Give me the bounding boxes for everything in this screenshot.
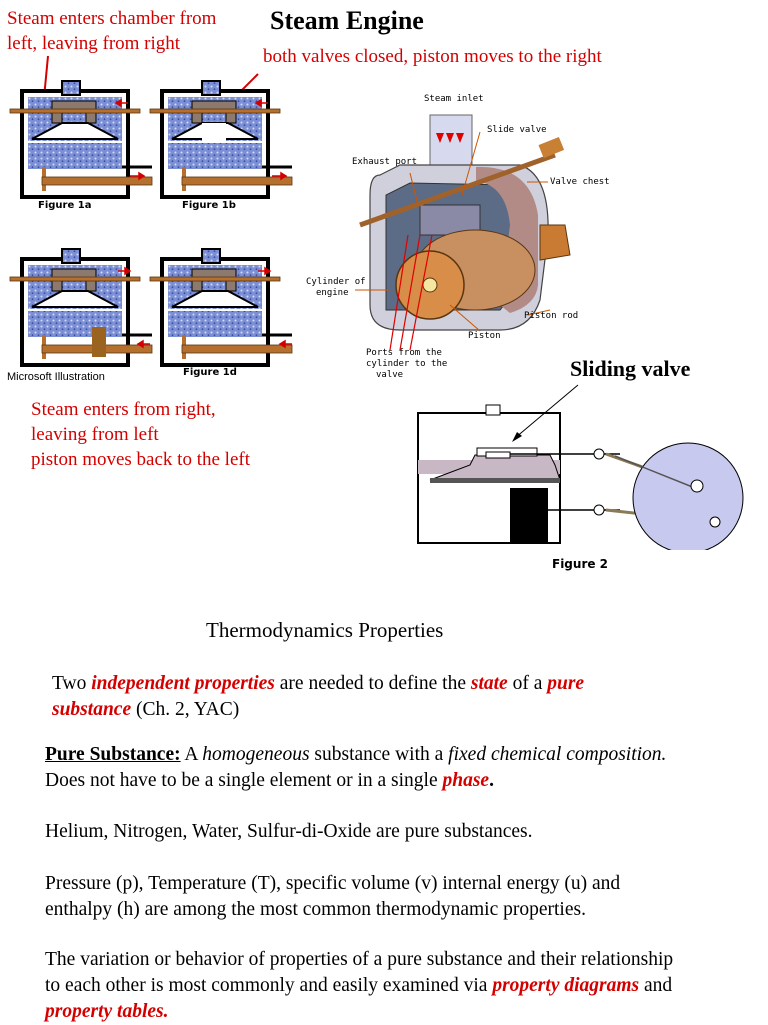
term-substance: substance (52, 699, 132, 720)
figure-1c (8, 247, 154, 367)
sliding-valve-title: Sliding valve (570, 356, 691, 381)
figure-credit: Microsoft Illustration (7, 371, 105, 383)
text-line: property tables. (45, 999, 765, 1025)
label-steam-inlet: Steam inlet (424, 94, 484, 104)
label-line: Cylinder of (306, 277, 366, 287)
note-line: Steam enters chamber from (7, 8, 217, 29)
paragraph-independent-properties: Two independent properties are needed to… (52, 671, 752, 723)
label-valve-chest: Valve chest (550, 177, 610, 187)
text-line: Pressure (p), Temperature (T), specific … (45, 873, 621, 894)
term-phase: phase (442, 770, 490, 791)
term-state: state (470, 673, 508, 694)
label-exhaust-port: Exhaust port (352, 157, 418, 167)
figure-2-diagram (417, 384, 744, 550)
term-fixed-composition: fixed chemical composition. (448, 744, 667, 765)
text-run: of a (507, 673, 548, 694)
text-run: A (180, 744, 203, 765)
text-run: and (639, 975, 673, 996)
text-line: to each other is most commonly and easil… (45, 973, 765, 999)
text-run: Two (52, 673, 92, 694)
text-run: . (489, 770, 494, 791)
label-ports: Ports from the cylinder to the valve (366, 348, 447, 381)
label-piston: Piston (468, 331, 501, 341)
paragraph-pure-substance: Pure Substance: A homogeneous substance … (45, 742, 755, 794)
label-piston-rod: Piston rod (524, 311, 579, 321)
text-run: are needed to define the (274, 673, 471, 694)
term-pure: pure (547, 673, 585, 694)
figure-1b (148, 79, 294, 199)
figure-1b-label: Figure 1b (182, 200, 236, 211)
note-line: Steam enters from right, (31, 399, 216, 420)
section-title: Thermodynamics Properties (206, 618, 444, 642)
label-line: engine (316, 288, 349, 298)
text-run: substance with a (309, 744, 449, 765)
text-line: enthalpy (h) are among the most common t… (45, 899, 586, 920)
term-property-tables: property tables. (45, 1001, 169, 1022)
term-independent-properties: independent properties (91, 673, 275, 694)
note-line: leaving from left (31, 424, 159, 445)
label-line: Ports from the (366, 348, 442, 358)
figure-1a (8, 79, 154, 199)
term-pure-substance: Pure Substance: (45, 744, 181, 765)
text-run: to each other is most commonly and easil… (45, 975, 493, 996)
note-steam-enters-right: Steam enters from right, leaving from le… (31, 397, 250, 472)
paragraph-common-properties: Pressure (p), Temperature (T), specific … (45, 871, 620, 923)
label-slide-valve: Slide valve (487, 125, 547, 135)
term-homogeneous: homogeneous (202, 744, 310, 765)
page-title: Steam Engine (270, 6, 424, 35)
label-cylinder: Cylinder of engine (306, 277, 366, 299)
valve-figures (8, 79, 294, 367)
note-valves-closed: both valves closed, piston moves to the … (263, 46, 602, 67)
note-line: piston moves back to the left (31, 449, 250, 470)
note-steam-enters-left: Steam enters chamber from left, leaving … (7, 6, 216, 56)
text-line: The variation or behavior of properties … (45, 949, 674, 970)
label-line: valve (376, 370, 404, 380)
term-property-diagrams: property diagrams (492, 975, 640, 996)
figure-1a-label: Figure 1a (38, 200, 92, 211)
text-run: (Ch. 2, YAC) (131, 699, 240, 720)
figure-2-label: Figure 2 (552, 557, 609, 571)
engine-cutaway (355, 114, 571, 351)
note-line: left, leaving from right (7, 33, 181, 54)
figure-1d (148, 247, 294, 367)
text-run: Does not have to be a single element or … (45, 770, 443, 791)
figure-1d-label: Figure 1d (183, 367, 237, 378)
label-line: cylinder to the (366, 359, 448, 369)
paragraph-examples: Helium, Nitrogen, Water, Sulfur-di-Oxide… (45, 821, 533, 842)
paragraph-property-diagrams: The variation or behavior of properties … (45, 947, 765, 1025)
